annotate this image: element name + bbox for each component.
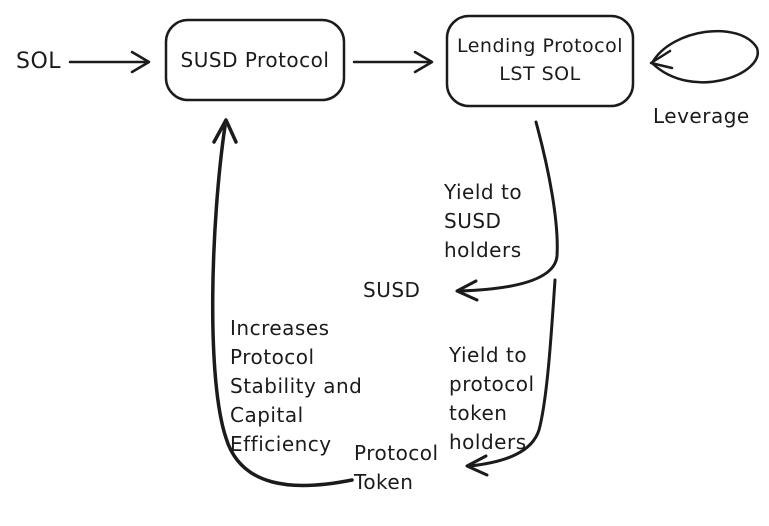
- leverage-label: Leverage: [653, 104, 750, 128]
- susd-label: SUSD: [363, 278, 421, 302]
- lending-protocol-box: [445, 14, 635, 108]
- arrowhead-yield-to-susd: [455, 279, 479, 302]
- susd-protocol-label: SUSD Protocol: [180, 47, 330, 72]
- curve-yield-to-susd: [458, 120, 559, 293]
- leverage-loop-arrowhead: [649, 49, 674, 70]
- arrowhead-susd-to-lending: [413, 50, 434, 74]
- sol-label: SOL: [16, 49, 62, 74]
- arrowhead-sol-to-susd-protocol: [130, 50, 151, 74]
- yield-to-susd-holders-label: Yield to SUSD holders: [444, 180, 523, 262]
- leverage-loop-shape: [650, 29, 759, 84]
- arrowhead-yield-to-protocol-token: [465, 454, 489, 477]
- curve-yield-to-protocol-token: [468, 278, 557, 468]
- lending-protocol-label: Lending Protocol LST SOL: [456, 35, 624, 85]
- arrowhead-protocol-token-to-susd-protocol: [212, 118, 238, 144]
- protocol-token-label: Protocol Token: [354, 441, 439, 494]
- susd-protocol-box: [164, 18, 346, 102]
- curve-protocol-token-to-susd-protocol: [210, 124, 354, 488]
- increases-stability-label: Increases Protocol Stability and Capital…: [230, 316, 363, 456]
- yield-to-protocol-token-holders-label: Yield to protocol token holders: [449, 343, 535, 454]
